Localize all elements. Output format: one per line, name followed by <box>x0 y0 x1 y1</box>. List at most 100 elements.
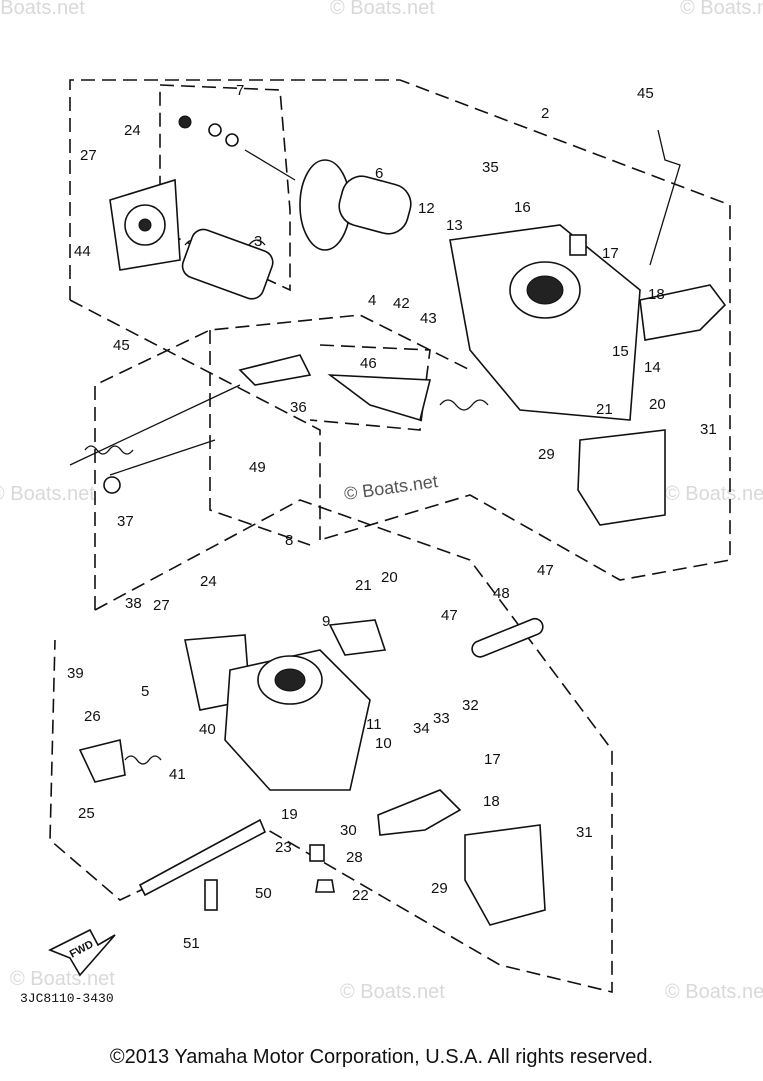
carburetor-exploded-diagram: © Boats.net © Boats.net © Boats.net © Bo… <box>0 0 763 1006</box>
shaft-49 <box>109 439 216 476</box>
callout-29: 29 <box>538 446 555 463</box>
spring-sleeve <box>181 228 274 300</box>
upper-carb-bore <box>526 275 564 305</box>
callout-9: 9 <box>322 613 330 630</box>
watermark-bottom-center: © Boats.net <box>340 981 445 1003</box>
part-22 <box>315 879 335 893</box>
callout-17: 17 <box>484 751 501 768</box>
callout-45: 45 <box>113 337 130 354</box>
lower-assembly-outline <box>49 499 613 994</box>
callout-2: 2 <box>541 105 549 122</box>
callout-8: 8 <box>285 532 293 549</box>
part-23 <box>309 844 325 862</box>
callout-24: 24 <box>124 122 141 139</box>
callout-35: 35 <box>482 159 499 176</box>
callout-24: 24 <box>200 573 217 590</box>
callout-47: 47 <box>537 562 554 579</box>
fwd-arrow: FWD <box>48 928 116 977</box>
lower-float <box>377 789 462 836</box>
callout-12: 12 <box>418 200 435 217</box>
upper-carburetor <box>109 115 727 526</box>
upper-float-bowl <box>577 429 666 526</box>
bracket-46 <box>327 374 432 422</box>
callout-13: 13 <box>446 217 463 234</box>
callout-32: 32 <box>462 697 479 714</box>
lower-float-bowl <box>464 824 546 926</box>
upper-carb-body <box>449 224 641 421</box>
callout-21: 21 <box>596 401 613 418</box>
spring-link <box>439 399 489 411</box>
callout-41: 41 <box>169 766 186 783</box>
watermark-mid-left: © Boats.net <box>0 483 95 505</box>
callout-11: 11 <box>366 716 382 733</box>
callout-49: 49 <box>249 459 266 476</box>
watermark-mid-right: © Boats.net <box>665 483 763 505</box>
link-rod-45 <box>649 129 681 266</box>
bracket-51 <box>138 818 267 897</box>
watermark-top-left: © Boats.net <box>0 0 85 19</box>
screw-7b <box>208 123 222 137</box>
callout-15: 15 <box>612 343 629 360</box>
lower-carb-bore <box>274 668 306 692</box>
spring-5 <box>124 755 162 765</box>
callout-34: 34 <box>413 720 430 737</box>
callout-43: 43 <box>420 310 437 327</box>
callout-33: 33 <box>433 710 450 727</box>
fwd-arrow-icon <box>48 928 116 977</box>
middle-linkage-outline <box>94 314 471 610</box>
callout-39: 39 <box>67 665 84 682</box>
callout-45: 45 <box>637 85 654 102</box>
shaft-spring <box>84 445 134 455</box>
callout-47: 47 <box>441 607 458 624</box>
lower-carburetor <box>78 617 546 926</box>
watermarks: © Boats.net © Boats.net © Boats.net © Bo… <box>0 0 763 1003</box>
callout-40: 40 <box>199 721 216 738</box>
part-9 <box>328 619 387 656</box>
callout-31: 31 <box>576 824 593 841</box>
part-25 <box>78 739 126 783</box>
callout-17: 17 <box>602 245 619 262</box>
watermark-bottom-left: © Boats.net <box>10 968 115 990</box>
callout-42: 42 <box>393 295 410 312</box>
callout-36: 36 <box>290 399 307 416</box>
callout-3: 3 <box>254 233 262 250</box>
callout-46: 46 <box>360 355 377 372</box>
screw-7a <box>178 115 192 129</box>
callout-48: 48 <box>493 585 510 602</box>
callout-31: 31 <box>700 421 717 438</box>
bracket-36 <box>238 354 312 386</box>
callout-27: 27 <box>153 597 170 614</box>
middle-linkage-outline-inner <box>209 330 311 546</box>
callout-26: 26 <box>84 708 101 725</box>
callout-19: 19 <box>281 806 298 823</box>
washer-37 <box>103 476 121 494</box>
venturi-tube <box>338 175 412 235</box>
callout-50: 50 <box>255 885 272 902</box>
callout-51: 51 <box>183 935 200 952</box>
callout-28: 28 <box>346 849 363 866</box>
upper-assembly-outline-left <box>69 299 321 540</box>
callout-25: 25 <box>78 805 95 822</box>
callout-10: 10 <box>375 735 392 752</box>
diagram-code: 3JC8110-3430 <box>20 991 114 1006</box>
hose-48 <box>471 617 544 658</box>
cover-plate-hub <box>138 218 152 232</box>
middle-linkage <box>69 354 489 494</box>
center-watermark: © Boats.net <box>343 471 439 504</box>
callout-44: 44 <box>74 243 91 260</box>
callout-38: 38 <box>125 595 142 612</box>
copyright-notice: ©2013 Yamaha Motor Corporation, U.S.A. A… <box>109 1046 654 1068</box>
needle-7 <box>244 149 296 181</box>
screw-50 <box>204 879 218 911</box>
needle-valve-17 <box>569 234 587 256</box>
watermark-bottom-right: © Boats.net <box>665 981 763 1003</box>
upper-float <box>639 284 727 341</box>
callout-21: 21 <box>355 577 372 594</box>
watermark-top-center: © Boats.net <box>330 0 435 19</box>
watermark-top-right: © Boats.net <box>680 0 763 19</box>
callout-6: 6 <box>375 165 383 182</box>
callout-20: 20 <box>381 569 398 586</box>
callout-30: 30 <box>340 822 357 839</box>
callout-5: 5 <box>141 683 149 700</box>
callout-14: 14 <box>644 359 661 376</box>
